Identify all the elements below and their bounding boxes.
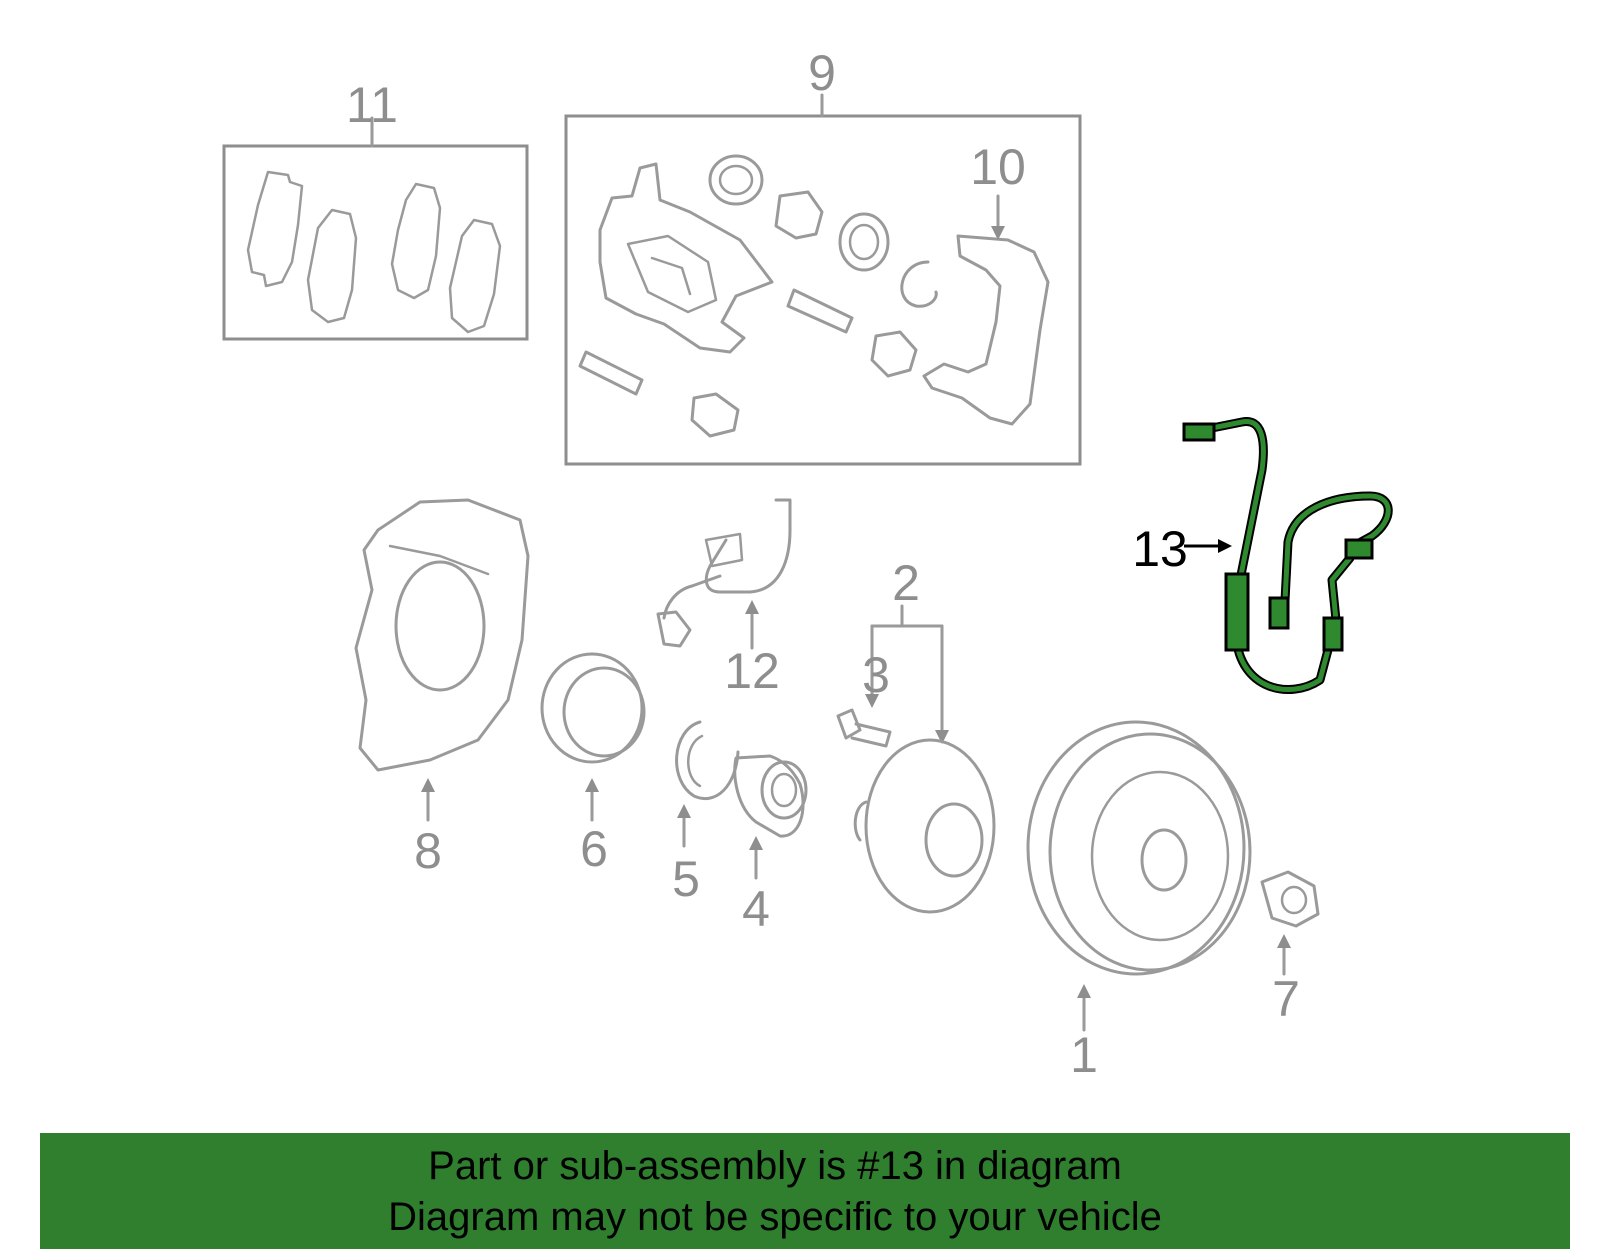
info-banner-text: Part or sub-assembly is #13 in diagram D… xyxy=(40,1141,1570,1243)
callout-13: 13 xyxy=(1132,521,1188,577)
part-12-brake-hose[interactable]: 12 xyxy=(656,498,792,699)
part-2-wheel-hub[interactable]: 2 xyxy=(853,555,996,914)
callout-11: 11 xyxy=(346,77,398,133)
callout-6: 6 xyxy=(580,821,608,877)
banner-line-1: Part or sub-assembly is #13 in diagram xyxy=(428,1144,1122,1188)
part-3-wheel-bolt[interactable]: 3 xyxy=(836,624,892,748)
callout-9: 9 xyxy=(808,45,836,101)
info-banner xyxy=(40,1133,1570,1249)
part-9-caliper-assembly[interactable]: 9 10 xyxy=(564,45,1082,466)
banner-line-2: Diagram may not be specific to your vehi… xyxy=(388,1195,1162,1239)
callout-12: 12 xyxy=(724,643,780,699)
callout-4: 4 xyxy=(742,881,770,937)
callout-1: 1 xyxy=(1070,1027,1098,1083)
part-11-brake-pads[interactable]: 11 xyxy=(222,77,529,341)
part-13-abs-sensor[interactable]: 13 xyxy=(1132,417,1393,694)
callout-3: 3 xyxy=(862,647,890,703)
callout-8: 8 xyxy=(414,823,442,879)
callout-7: 7 xyxy=(1272,971,1300,1027)
callout-2: 2 xyxy=(892,555,920,611)
callout-5: 5 xyxy=(672,851,700,907)
part-5-snap-ring[interactable]: 5 xyxy=(672,720,740,907)
part-7-hub-nut[interactable]: 7 xyxy=(1260,870,1320,1027)
callout-10: 10 xyxy=(970,139,1026,195)
part-6-oil-seal[interactable]: 6 xyxy=(540,652,646,877)
part-8-dust-shield[interactable]: 8 xyxy=(354,498,530,879)
part-1-brake-rotor[interactable]: 1 xyxy=(1026,720,1252,1083)
part-4-wheel-bearing[interactable]: 4 xyxy=(733,754,808,937)
